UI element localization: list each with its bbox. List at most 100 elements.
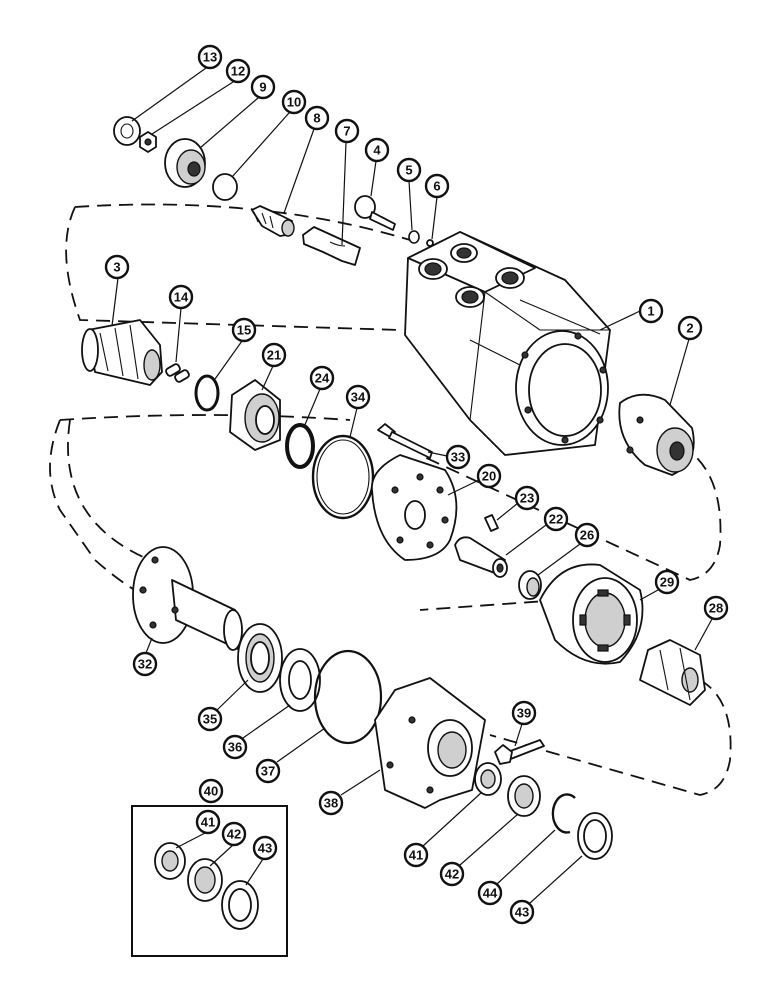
- callout-number: 6: [433, 179, 440, 194]
- leader-lines: [111, 67, 713, 904]
- callout-28: 28: [703, 595, 729, 621]
- kit-40-inset-box: [131, 805, 288, 957]
- callout-24: 24: [309, 365, 335, 391]
- part-26-bushing: [518, 570, 542, 600]
- callout-number: 34: [351, 390, 366, 405]
- callout-number: 26: [580, 528, 594, 543]
- callout-7: 7: [334, 118, 360, 144]
- part-28-rotor: [639, 639, 706, 706]
- callout-number: 22: [549, 512, 563, 527]
- callout-42: 42: [439, 861, 465, 887]
- callout-circle: [677, 315, 703, 341]
- part-35-thrust-bearing: [237, 623, 283, 693]
- callout-14: 14: [168, 284, 194, 310]
- callout-number: 13: [203, 50, 217, 65]
- callout-38: 38: [318, 790, 344, 816]
- part-41-seal: [474, 762, 502, 796]
- callout-circle: [509, 899, 535, 925]
- callout-circle: [574, 522, 600, 548]
- callout-44: 44: [477, 880, 503, 906]
- callout-number: 41: [409, 848, 423, 863]
- callout-number: 43: [258, 841, 272, 856]
- callout-9: 9: [250, 74, 276, 100]
- callout-6: 6: [424, 173, 450, 199]
- callout-circle: [703, 595, 729, 621]
- callout-5: 5: [396, 157, 422, 183]
- callout-number: 24: [315, 371, 330, 386]
- callout-number: 23: [520, 491, 534, 506]
- part-1-housing: [404, 231, 611, 456]
- callout-15: 15: [231, 317, 257, 343]
- callout-circle: [345, 384, 371, 410]
- callout-number: 35: [203, 712, 217, 727]
- callout-circle: [304, 105, 330, 131]
- callout-43: 43: [252, 835, 278, 861]
- callout-number: 42: [227, 827, 241, 842]
- part-32-input-shaft: [132, 546, 243, 651]
- callout-circle: [225, 58, 251, 84]
- callout-32: 32: [132, 651, 158, 677]
- callout-34: 34: [345, 384, 371, 410]
- callout-35: 35: [197, 706, 223, 732]
- callout-number: 4: [373, 143, 381, 158]
- callout-circle: [477, 880, 503, 906]
- part-44-retaining-ring: [551, 793, 576, 834]
- part-43-washer: [577, 812, 613, 860]
- part-29-ring-gear: [539, 563, 644, 665]
- callout-circle: [403, 842, 429, 868]
- callout-circle: [543, 506, 569, 532]
- callout-circle: [514, 485, 540, 511]
- callout-circle: [334, 118, 360, 144]
- callout-circle: [231, 317, 257, 343]
- callout-circle: [168, 284, 194, 310]
- callout-circle: [197, 44, 223, 70]
- callout-circle: [250, 74, 276, 100]
- callout-42: 42: [221, 821, 247, 847]
- callout-13: 13: [197, 44, 223, 70]
- inset-part-42-bushing: [187, 858, 223, 902]
- callout-33: 33: [445, 444, 471, 470]
- callout-circle: [364, 137, 390, 163]
- callout-29: 29: [654, 569, 680, 595]
- callout-number: 21: [267, 348, 281, 363]
- callout-circle: [104, 254, 130, 280]
- callout-22: 22: [543, 506, 569, 532]
- part-42-bushing: [507, 775, 541, 817]
- callout-circle: [222, 734, 248, 760]
- part-34-o-ring: [311, 434, 375, 520]
- callout-number: 3: [113, 260, 120, 275]
- part-33-bolt: [377, 423, 433, 459]
- inset-part-43-washer: [221, 880, 259, 930]
- callout-number: 37: [261, 764, 275, 779]
- callout-8: 8: [304, 105, 330, 131]
- callout-37: 37: [255, 758, 281, 784]
- inset-part-41-seal: [154, 842, 186, 880]
- callout-circle: [309, 365, 335, 391]
- callout-number: 39: [517, 706, 531, 721]
- callout-circle: [654, 569, 680, 595]
- part-2-sleeve: [618, 393, 695, 476]
- lower-group-dashed-outline: [59, 414, 732, 796]
- callout-number: 40: [204, 784, 218, 799]
- callout-circle: [638, 298, 664, 324]
- callout-21: 21: [261, 342, 287, 368]
- callout-4: 4: [364, 137, 390, 163]
- part-24-seal-ring: [285, 423, 315, 469]
- callout-3: 3: [104, 254, 130, 280]
- callout-circle: [197, 706, 223, 732]
- callout-1: 1: [638, 298, 664, 324]
- part-9-bearing-cap: [164, 138, 206, 188]
- callout-36: 36: [222, 734, 248, 760]
- callout-20: 20: [476, 463, 502, 489]
- callout-number: 15: [237, 323, 251, 338]
- part-15-o-ring: [194, 374, 220, 412]
- part-4-check-valve: [354, 195, 396, 231]
- callout-number: 1: [647, 304, 654, 319]
- part-3-spool: [81, 319, 163, 386]
- callout-circle: [255, 758, 281, 784]
- callout-10: 10: [281, 89, 307, 115]
- callout-41: 41: [195, 809, 221, 835]
- callout-40: 40: [198, 778, 224, 804]
- part-39-bolt: [494, 739, 545, 765]
